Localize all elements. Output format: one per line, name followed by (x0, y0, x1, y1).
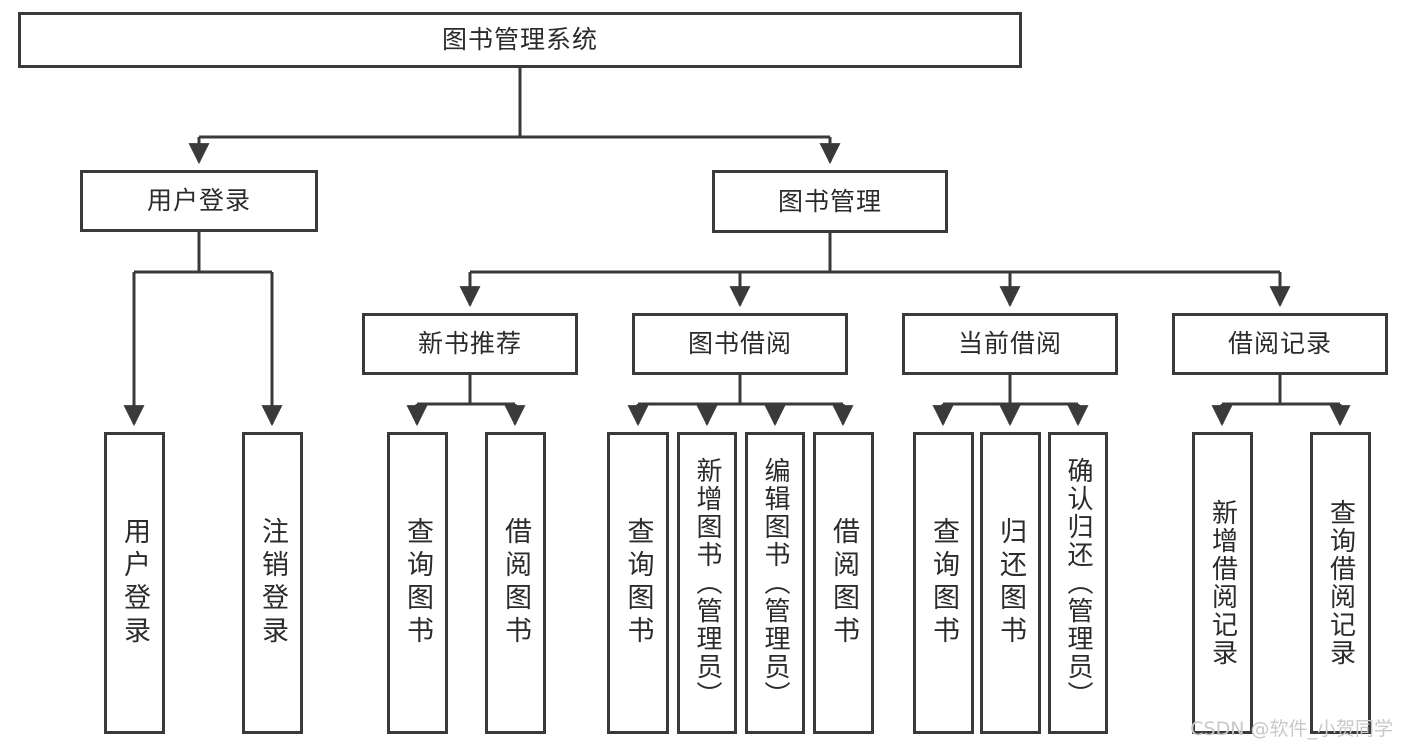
node-leaf-borrow-book-2[interactable]: 借阅图书 (813, 432, 874, 734)
node-user-login-label: 用户登录 (146, 186, 251, 215)
node-current-borrow-label: 当前借阅 (957, 329, 1062, 358)
node-leaf-borrow-book-1[interactable]: 借阅图书 (485, 432, 546, 734)
node-leaf-user-logout-label: 注销登录 (257, 517, 288, 649)
node-leaf-query-book-3-label: 查询图书 (928, 517, 959, 649)
node-leaf-return-book[interactable]: 归还图书 (980, 432, 1041, 734)
node-leaf-query-record-label: 查询借阅记录 (1325, 499, 1356, 667)
node-root[interactable]: 图书管理系统 (18, 12, 1022, 68)
node-leaf-borrow-book-1-label: 借阅图书 (500, 517, 531, 649)
node-leaf-add-record[interactable]: 新增借阅记录 (1192, 432, 1253, 734)
node-leaf-query-book-2[interactable]: 查询图书 (607, 432, 669, 734)
node-leaf-user-login-label: 用户登录 (119, 517, 150, 649)
node-leaf-add-record-label: 新增借阅记录 (1207, 499, 1238, 667)
node-book-manage-label: 图书管理 (777, 186, 882, 216)
node-leaf-return-book-label: 归还图书 (995, 517, 1026, 649)
node-leaf-user-logout[interactable]: 注销登录 (242, 432, 303, 734)
node-leaf-add-book-admin[interactable]: 新增图书（管理员） (677, 432, 737, 734)
node-borrow-record[interactable]: 借阅记录 (1172, 313, 1388, 375)
node-leaf-query-book-3[interactable]: 查询图书 (913, 432, 974, 734)
node-leaf-edit-book-admin-label: 编辑图书（管理员） (760, 457, 790, 709)
node-user-login[interactable]: 用户登录 (80, 170, 318, 232)
node-leaf-confirm-return-admin[interactable]: 确认归还（管理员） (1048, 432, 1108, 734)
node-leaf-user-login[interactable]: 用户登录 (104, 432, 165, 734)
node-leaf-query-book-1-label: 查询图书 (402, 517, 433, 649)
node-leaf-query-book-1[interactable]: 查询图书 (387, 432, 448, 734)
node-leaf-query-book-2-label: 查询图书 (622, 517, 654, 649)
node-leaf-edit-book-admin[interactable]: 编辑图书（管理员） (745, 432, 805, 734)
node-root-label: 图书管理系统 (441, 25, 598, 54)
node-new-book-rec[interactable]: 新书推荐 (362, 313, 578, 375)
node-book-borrow[interactable]: 图书借阅 (632, 313, 848, 375)
node-borrow-record-label: 借阅记录 (1227, 329, 1332, 358)
node-book-manage[interactable]: 图书管理 (712, 170, 948, 233)
node-book-borrow-label: 图书借阅 (687, 329, 792, 358)
node-leaf-query-record[interactable]: 查询借阅记录 (1310, 432, 1371, 734)
node-leaf-confirm-return-admin-label: 确认归还（管理员） (1063, 457, 1093, 709)
node-leaf-borrow-book-2-label: 借阅图书 (828, 517, 859, 649)
node-current-borrow[interactable]: 当前借阅 (902, 313, 1118, 375)
node-leaf-add-book-admin-label: 新增图书（管理员） (692, 457, 722, 709)
node-new-book-rec-label: 新书推荐 (417, 329, 522, 358)
